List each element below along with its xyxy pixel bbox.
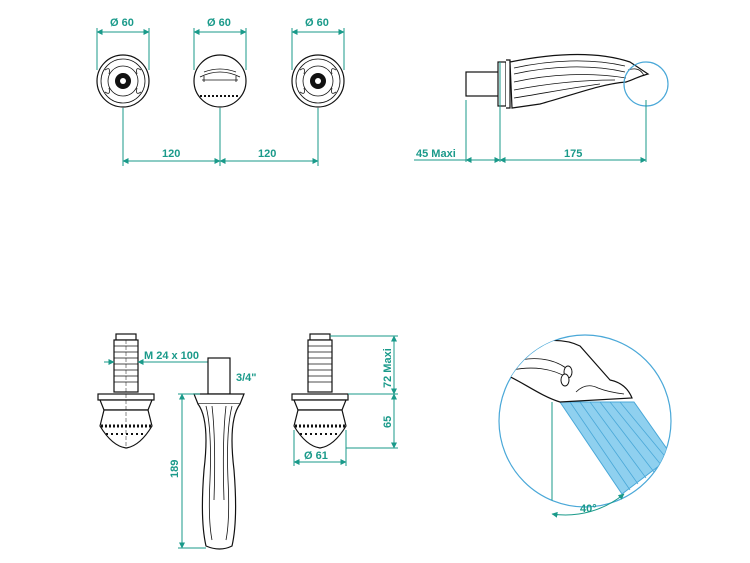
- dim-thread: M 24 x 100: [144, 350, 199, 362]
- spout-top: [193, 54, 247, 108]
- dim-spout-length: 175: [564, 148, 582, 160]
- dim-base-diam: Ø 61: [304, 450, 328, 462]
- handle-top-right: [291, 54, 345, 108]
- dim-diam-left: Ø 60: [110, 17, 134, 29]
- dim-flow-angle: 40°: [580, 503, 597, 515]
- spout-front-elevation: 3/4" 189: [169, 357, 257, 550]
- top-view: Ø 60 Ø 60 Ø 60 120 120: [96, 17, 345, 166]
- valve-left-elevation: M 24 x 100: [97, 333, 220, 449]
- dim-spout-height: 189: [169, 460, 181, 478]
- valve-right-elevation: 72 Maxi 65 Ø 61: [291, 333, 398, 466]
- dim-spacing-left: 120: [162, 148, 180, 160]
- handle-top-left: [96, 54, 150, 108]
- detail-circle: 40°: [498, 334, 672, 518]
- spout-side-view: 45 Maxi 175: [414, 53, 669, 163]
- dim-diam-right: Ø 60: [305, 17, 329, 29]
- dim-stem-max: 72 Maxi: [382, 348, 394, 388]
- dim-inlet: 3/4": [236, 372, 257, 384]
- dim-body-height: 65: [382, 416, 394, 428]
- dim-diam-center: Ø 60: [207, 17, 231, 29]
- dim-spacing-right: 120: [258, 148, 276, 160]
- dim-wall-depth: 45 Maxi: [416, 148, 456, 160]
